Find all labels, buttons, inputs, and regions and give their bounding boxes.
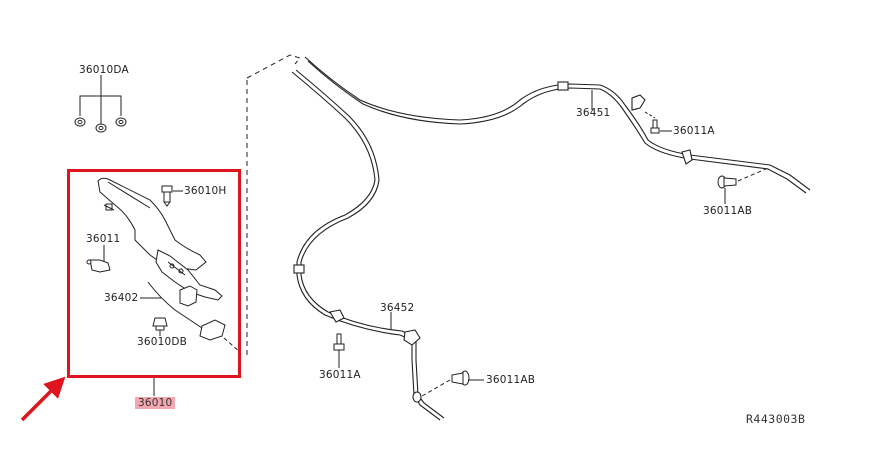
part-label-36011[interactable]: 36011 <box>86 233 121 245</box>
rear-cable-lh-36452 <box>291 69 445 421</box>
clip-icon-36011 <box>86 245 111 273</box>
nut-group-36010DA <box>74 75 127 133</box>
part-label-36011AB-rh[interactable]: 36011AB <box>703 205 753 217</box>
grommet-icon-36011AB-lh <box>421 370 484 397</box>
diagram-reference-code: R443003B <box>746 412 806 426</box>
part-label-36452[interactable]: 36452 <box>380 302 415 314</box>
grommet-icon-36011AB-rh <box>717 167 769 204</box>
bolt-icon-36011A-lh <box>333 333 345 368</box>
bolt-icon-36011A-rh <box>644 111 672 134</box>
part-label-36402[interactable]: 36402 <box>104 292 139 304</box>
connector-dashed-line <box>246 54 301 355</box>
part-label-36010-selected[interactable]: 36010 <box>135 397 176 409</box>
parking-brake-lever-icon <box>97 177 223 307</box>
part-label-36011A-rh[interactable]: 36011A <box>673 125 715 137</box>
nut-icon-36010DB <box>152 317 168 336</box>
highlight-arrow-icon <box>20 376 66 422</box>
part-label-36010DA[interactable]: 36010DA <box>79 64 129 76</box>
lever-cable-icon-36402 <box>140 281 241 353</box>
part-label-36010DB[interactable]: 36010DB <box>137 336 188 348</box>
part-label-36011AB-lh[interactable]: 36011AB <box>486 374 536 386</box>
nut-icon <box>74 117 127 133</box>
part-label-36011A-lh[interactable]: 36011A <box>319 369 361 381</box>
rear-cable-rh-36451 <box>304 56 811 194</box>
bolt-icon-36010H <box>161 185 183 207</box>
selected-part-box[interactable] <box>67 169 241 378</box>
part-label-36010H[interactable]: 36010H <box>184 185 227 197</box>
part-label-36451[interactable]: 36451 <box>576 107 611 119</box>
